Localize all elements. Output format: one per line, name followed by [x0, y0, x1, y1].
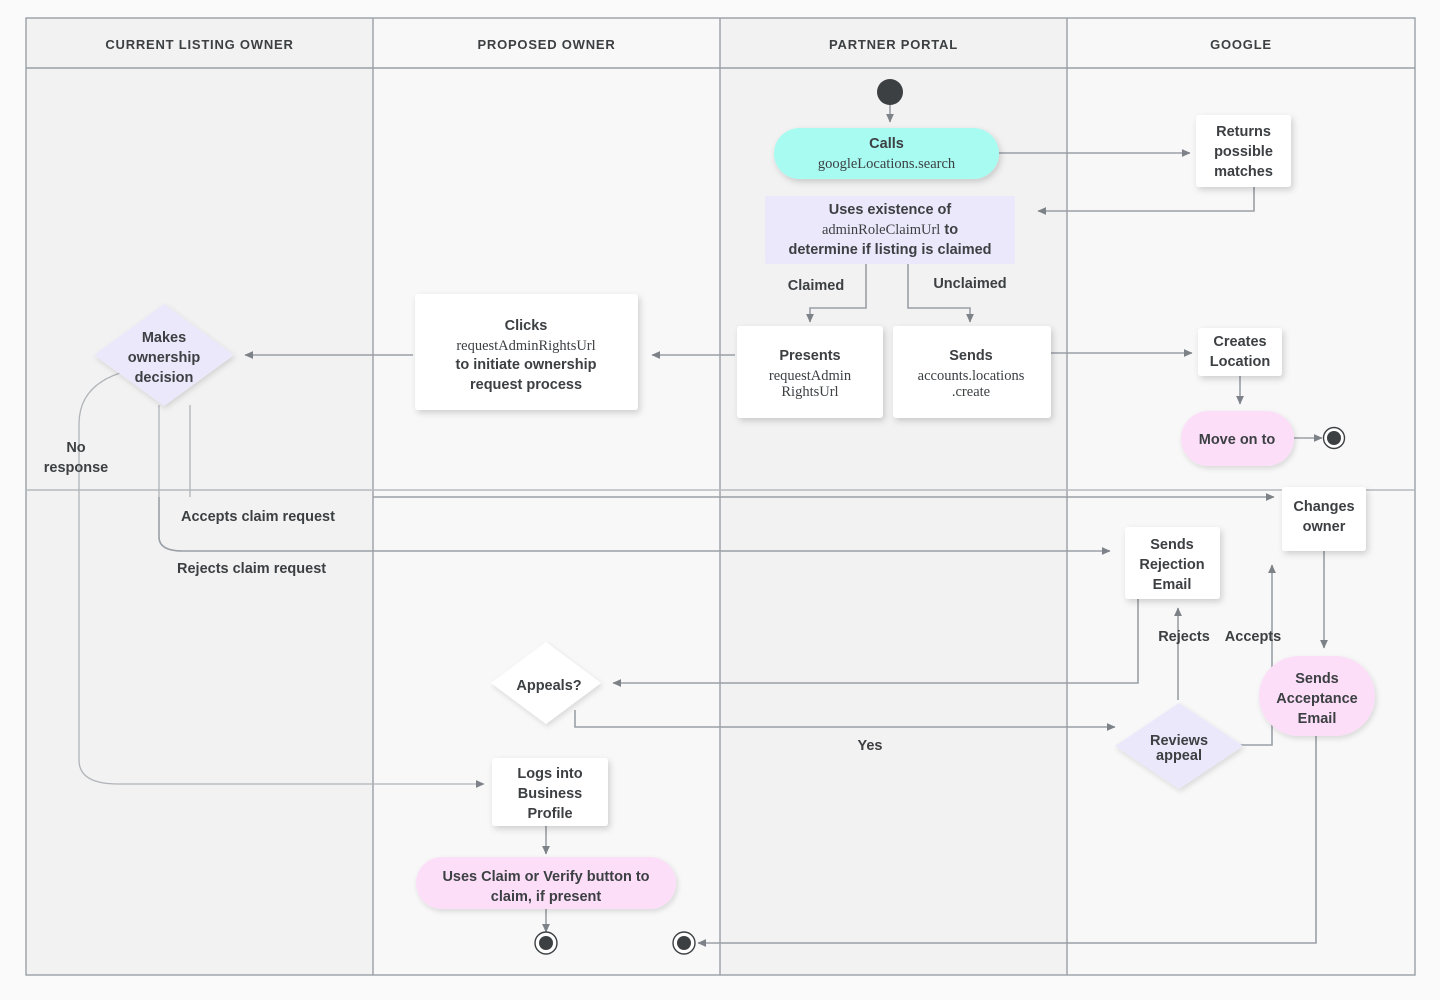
node-uses-claim-line-2: claim, if present — [491, 889, 602, 905]
edge-label-no-response-line-2: response — [44, 460, 108, 476]
node-sends-create-line-2: accounts.locations — [918, 368, 1025, 384]
node-clicks-request-line-1: Clicks — [505, 318, 548, 334]
node-sends-rejection-line-3: Email — [1153, 577, 1192, 593]
node-clicks-request-line-4: request process — [470, 377, 582, 393]
node-returns-matches-line-2: possible — [1214, 144, 1273, 160]
edge-label-rejects-claim: Rejects claim request — [177, 561, 326, 577]
node-start — [877, 79, 903, 105]
node-end-partner — [672, 931, 696, 955]
lane-header-google — [1067, 18, 1415, 68]
node-clicks-request — [415, 294, 638, 410]
node-uses-existence-line-2: adminRoleClaimUrl to — [822, 222, 958, 238]
lane-header-current-listing-owner — [26, 18, 373, 68]
node-sends-create-line-1: Sends — [949, 348, 993, 364]
lane-header-label-google: GOOGLE — [1210, 37, 1272, 52]
node-calls-search — [774, 128, 999, 179]
node-logs-into-line-3: Profile — [527, 806, 572, 822]
node-appeals — [491, 642, 601, 724]
edge-appeals-yes-to-reviews — [574, 710, 1116, 731]
node-clicks-request-line-3: to initiate ownership — [456, 357, 597, 373]
node-changes-owner-line-2: owner — [1303, 519, 1346, 535]
edge-uses-to-sends-create — [907, 264, 974, 323]
node-makes-decision-line-3: decision — [135, 370, 194, 386]
node-presents-url-line-1: Presents — [779, 348, 840, 364]
edge-decision-no-response — [78, 369, 485, 788]
node-end-proposed — [534, 931, 558, 955]
node-presents-url — [737, 326, 883, 418]
node-makes-decision-line-1: Makes — [142, 330, 186, 346]
edge-uses-to-presents — [806, 264, 867, 323]
node-logs-into-line-1: Logs into — [517, 766, 582, 782]
node-uses-existence — [765, 196, 1015, 264]
node-uses-existence-line-1: Uses existence of — [829, 202, 952, 218]
lane-header-label-current-listing-owner: CURRENT LISTING OWNER — [105, 37, 293, 52]
node-sends-acceptance-line-3: Email — [1298, 711, 1337, 727]
node-makes-decision — [94, 304, 234, 406]
node-sends-rejection-line-2: Rejection — [1139, 557, 1204, 573]
lane-header-label-proposed-owner: PROPOSED OWNER — [477, 37, 615, 52]
lane-header-label-partner-portal: PARTNER PORTAL — [829, 37, 958, 52]
node-sends-acceptance-line-2: Acceptance — [1276, 691, 1357, 707]
node-returns-matches — [1196, 115, 1291, 187]
edge-label-accepts-claim: Accepts claim request — [181, 509, 335, 525]
node-end-google — [1322, 426, 1346, 450]
node-appeals-label: Appeals? — [516, 678, 581, 694]
node-sends-acceptance — [1259, 656, 1375, 736]
node-uses-existence-line-3: determine if listing is claimed — [788, 242, 991, 258]
node-presents-url-line-3: RightsUrl — [781, 384, 838, 400]
edge-label-claimed: Claimed — [788, 278, 844, 294]
node-sends-rejection — [1125, 527, 1220, 599]
lane-header-partner-portal — [720, 18, 1067, 68]
node-sends-rejection-line-1: Sends — [1150, 537, 1194, 553]
node-changes-owner — [1282, 487, 1366, 551]
edge-rejection-to-appeals — [612, 597, 1139, 687]
node-calls-search-line-1: Calls — [869, 136, 904, 152]
connectors — [78, 104, 1328, 947]
edge-acceptance-to-end-partner — [697, 735, 1317, 947]
node-reviews-appeal — [1115, 703, 1243, 789]
node-presents-url-line-2: requestAdmin — [769, 368, 852, 384]
node-reviews-appeal-line-2: appeal — [1156, 748, 1202, 764]
node-sends-acceptance-line-1: Sends — [1295, 671, 1339, 687]
node-move-on-to-label: Move on to — [1199, 432, 1276, 448]
node-creates-location — [1198, 328, 1282, 376]
node-creates-location-line-1: Creates — [1213, 334, 1266, 350]
node-changes-owner-line-1: Changes — [1293, 499, 1354, 515]
node-creates-location-line-2: Location — [1210, 354, 1270, 370]
edge-returns-to-uses — [1037, 186, 1255, 215]
node-returns-matches-line-3: matches — [1214, 164, 1273, 180]
node-reviews-appeal-line-1: Reviews — [1150, 733, 1208, 749]
node-logs-into-line-2: Business — [518, 786, 582, 802]
node-move-on-to — [1181, 411, 1294, 466]
node-makes-decision-line-2: ownership — [128, 350, 201, 366]
edge-label-rejects: Rejects — [1158, 629, 1210, 645]
lane-body-current-listing-owner — [26, 18, 373, 975]
node-uses-claim — [416, 857, 676, 909]
lane-header-proposed-owner — [373, 18, 720, 68]
edge-label-yes: Yes — [858, 738, 883, 754]
node-uses-claim-line-1: Uses Claim or Verify button to — [442, 869, 649, 885]
node-clicks-request-line-2: requestAdminRightsUrl — [456, 338, 595, 354]
edge-label-unclaimed: Unclaimed — [933, 276, 1006, 292]
node-calls-search-line-2: googleLocations.search — [818, 156, 956, 172]
edge-decision-rejects — [158, 497, 1111, 555]
edge-label-no-response-line-1: No — [66, 440, 85, 456]
node-sends-create — [893, 326, 1051, 418]
node-returns-matches-line-1: Returns — [1216, 124, 1271, 140]
node-sends-create-line-3: .create — [952, 384, 990, 400]
node-logs-into — [492, 758, 608, 826]
edge-label-accepts: Accepts — [1225, 629, 1281, 645]
